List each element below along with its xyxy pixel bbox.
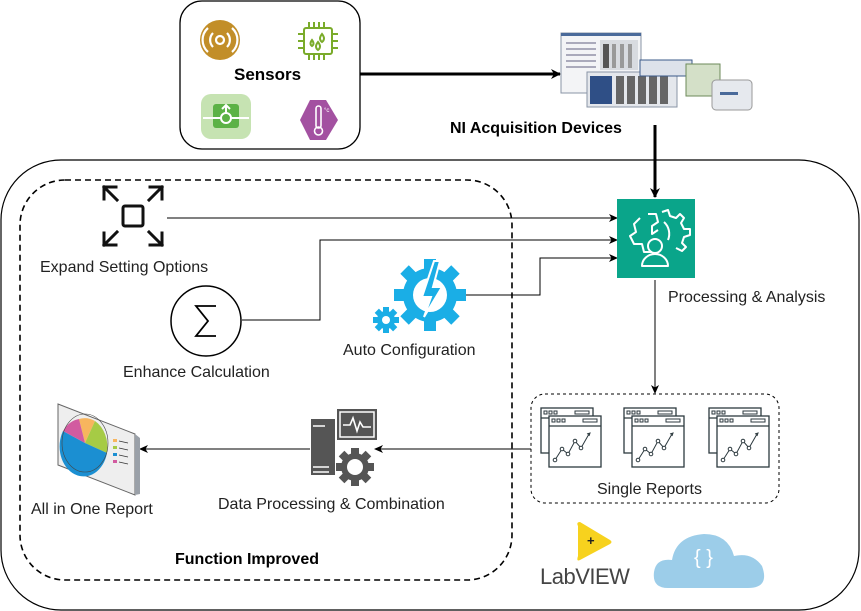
labview-plus: + xyxy=(587,533,595,548)
arrow-autoconfig-to-processing xyxy=(465,254,618,296)
single-report-icon xyxy=(623,407,685,468)
sigma-calculation-icon xyxy=(170,285,242,357)
single-report-icon xyxy=(540,407,602,468)
single-reports-label: Single Reports xyxy=(597,481,702,498)
all-in-one-report-icon xyxy=(57,403,140,496)
vibration-sensor-icon xyxy=(200,20,240,60)
flow-sensor-icon xyxy=(201,94,251,139)
expand-settings-icon xyxy=(101,184,165,248)
system-container xyxy=(0,159,860,611)
labview-logo: + xyxy=(577,522,612,561)
data-processing-label: Data Processing & Combination xyxy=(218,496,445,513)
cloud-braces: { } xyxy=(694,547,713,569)
single-report-icon xyxy=(708,407,770,468)
data-processing-server-icon xyxy=(311,409,377,486)
ni-devices-label: NI Acquisition Devices xyxy=(450,120,622,137)
single-reports-group xyxy=(530,393,780,504)
arrow-enhance-to-processing xyxy=(242,236,618,321)
humidity-chip-sensor-icon xyxy=(298,22,338,60)
function-improved-group xyxy=(19,179,513,581)
auto-configuration-label: Auto Configuration xyxy=(343,342,476,359)
temperature-sensor-icon: °c xyxy=(300,100,338,140)
function-improved-label: Function Improved xyxy=(175,551,319,568)
enhance-calculation-label: Enhance Calculation xyxy=(123,364,270,381)
processing-analysis-icon xyxy=(617,199,695,278)
expand-settings-label: Expand Setting Options xyxy=(40,259,209,276)
labview-text: LabVIEW xyxy=(540,564,630,589)
all-in-one-report-label: All in One Report xyxy=(31,501,153,518)
svg-text:°c: °c xyxy=(324,108,329,114)
auto-configuration-gear-icon xyxy=(373,259,466,333)
processing-analysis-label: Processing & Analysis xyxy=(668,289,826,306)
cloud-code-icon xyxy=(653,534,765,588)
sensors-label: Sensors xyxy=(234,65,302,84)
ni-acquisition-devices-image xyxy=(560,32,753,111)
